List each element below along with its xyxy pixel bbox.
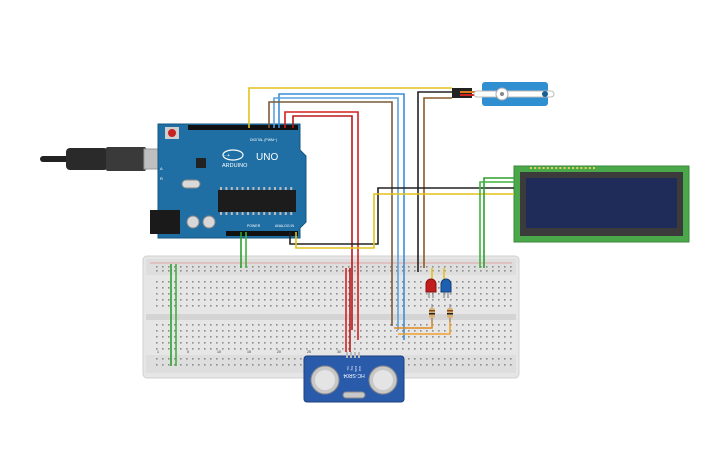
green-wire-lcd-2	[479, 181, 514, 268]
blue-wire-2	[273, 97, 399, 330]
resistor-1[interactable]	[429, 304, 435, 322]
breadboard-column-number: 5	[187, 350, 189, 354]
power-analog-header	[226, 231, 298, 236]
brown-wire-2	[268, 101, 393, 326]
yellow-wire-lcd	[295, 193, 514, 249]
leds	[425, 278, 453, 322]
digital-header	[188, 125, 298, 130]
digital-pins-label: DIGITAL (PWM~)	[250, 138, 277, 142]
sensor-pin-label: Echo	[354, 366, 358, 372]
svg-text:- +: - +	[224, 153, 230, 159]
svg-text:R: R	[160, 176, 163, 181]
arduino-board	[157, 123, 307, 239]
breadboard-column-number: 20	[277, 350, 281, 354]
red-wire-vcc	[284, 111, 359, 340]
sensor-pin-label: Gnd	[358, 366, 362, 371]
wires	[170, 87, 514, 366]
yellow-wire-servo-signal	[248, 87, 452, 128]
microcontroller-chip	[218, 190, 296, 212]
arduino-uno-board[interactable]: - + ARDUINO UNO DIGITAL (PWM~) POWER ANA…	[40, 123, 307, 239]
brown-wire-servo-power	[423, 97, 452, 268]
red-led[interactable]	[425, 278, 437, 298]
servo-motor[interactable]	[452, 82, 555, 106]
orange-wire-led-2	[398, 318, 451, 335]
sensor-crystal	[342, 391, 366, 399]
breadboard-column-number: 15	[247, 350, 251, 354]
lcd-pins	[530, 167, 595, 169]
red-wire-vcc-2	[292, 115, 353, 330]
arduino-brand-label: ARDUINO	[222, 163, 248, 169]
capacitor	[202, 215, 216, 229]
black-wire-lcd-gnd	[289, 187, 514, 245]
lcd-display[interactable]	[513, 165, 690, 243]
breadboard-column-number: 1	[157, 350, 159, 354]
arduino-logo: - +	[222, 149, 244, 161]
blue-led[interactable]	[440, 278, 452, 298]
sensor-pin-label: Trig	[350, 366, 354, 371]
power-pins-label: POWER	[247, 224, 261, 228]
svg-text:A: A	[160, 166, 163, 171]
crystal	[181, 179, 201, 189]
usb-cable	[40, 147, 171, 171]
servo-horn	[473, 90, 555, 98]
sensor-pins	[346, 352, 360, 358]
chip-pins	[220, 187, 293, 215]
capacitor	[186, 215, 200, 229]
sensor-pin-label: Vcc	[346, 366, 350, 371]
usb-chip	[196, 158, 206, 168]
green-wire-lcd-1	[483, 177, 514, 268]
resistor-2[interactable]	[447, 304, 453, 322]
arduino-model-label: UNO	[256, 152, 278, 163]
lcd-screen	[526, 178, 677, 228]
breadboard-column-number: 10	[217, 350, 221, 354]
power-jack	[150, 210, 180, 234]
breadboard-column-number: 30	[337, 350, 341, 354]
breadboard-column-number: 25	[307, 350, 311, 354]
black-wire-servo-gnd	[417, 91, 452, 272]
sensor-model-label: HC-SR04	[343, 372, 365, 378]
blue-wire-1	[278, 93, 405, 340]
analog-pins-label: ANALOG IN	[275, 224, 295, 228]
